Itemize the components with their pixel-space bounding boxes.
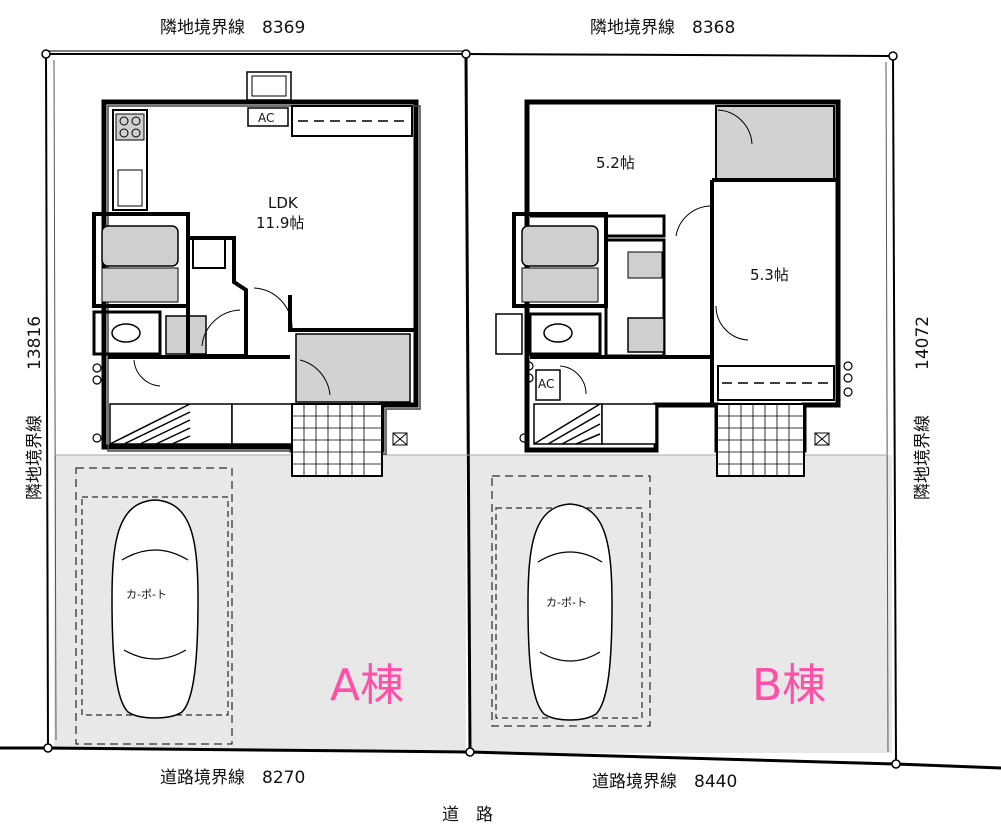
- room-b1-size: 5.2帖: [596, 154, 635, 172]
- ac-label-b: AC: [538, 377, 554, 391]
- room-b2-size: 5.3帖: [750, 266, 789, 284]
- corner-marker: [41, 49, 51, 59]
- carport-label-a: カ-ポ-ト: [126, 588, 167, 601]
- bottom-boundary-b: 道路境界線 8440: [592, 772, 737, 792]
- left-boundary-label: 隣地境界線: [25, 415, 45, 500]
- bottom-boundary-a: 道路境界線 8270: [160, 768, 305, 788]
- corner-marker: [461, 49, 471, 59]
- carport-label-b: カ-ポ-ト: [546, 596, 587, 609]
- corner-marker: [891, 759, 901, 769]
- road-label: 道 路: [442, 805, 493, 825]
- car-b: [527, 503, 613, 721]
- top-boundary-b: 隣地境界線 8368: [590, 18, 735, 38]
- building-a-tag: A棟: [330, 660, 404, 711]
- middle-boundary: [464, 53, 472, 753]
- right-boundary-value: 14072: [913, 316, 933, 370]
- building-b-tag: B棟: [752, 660, 826, 711]
- ac-unit-b: [535, 369, 561, 401]
- ac-label-a: AC: [258, 111, 274, 125]
- carport-b: [491, 475, 651, 727]
- building-a: [92, 71, 421, 477]
- corner-marker: [465, 747, 475, 757]
- right-boundary-label: 隣地境界線: [913, 415, 933, 500]
- car-a: [111, 499, 199, 719]
- carport-a: [75, 467, 233, 745]
- left-boundary-value: 13816: [25, 316, 45, 370]
- corner-marker: [888, 51, 898, 61]
- ldk-size: 11.9帖: [256, 214, 304, 232]
- corner-marker: [43, 743, 53, 753]
- ac-unit-a: [247, 107, 289, 127]
- top-boundary-a: 隣地境界線 8369: [160, 18, 305, 38]
- ldk-name: LDK: [268, 194, 299, 212]
- building-b: [495, 99, 853, 477]
